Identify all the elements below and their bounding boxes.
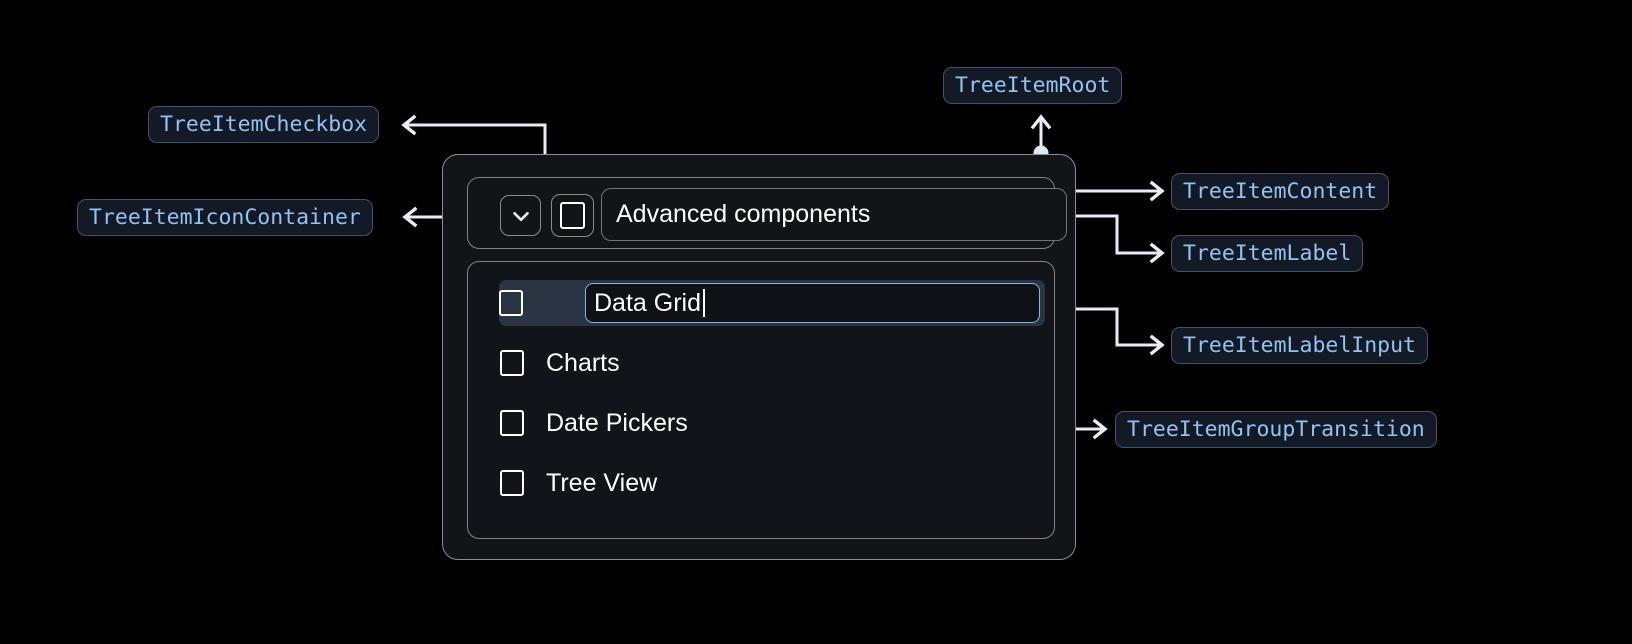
annotation-label-tree-item-label: TreeItemLabel — [1171, 235, 1364, 272]
tree-item-icon-container[interactable] — [500, 195, 541, 236]
annotation-label-tree-item-content: TreeItemContent — [1171, 173, 1390, 210]
checkbox-unchecked-icon[interactable] — [500, 410, 524, 436]
tree-item-label-input[interactable]: Data Grid — [585, 283, 1040, 323]
tree-item-content[interactable]: Advanced components — [467, 177, 1067, 249]
tree-row-date-pickers[interactable]: Date Pickers — [500, 400, 1044, 446]
checkbox-unchecked-icon — [560, 202, 585, 229]
text-caret — [702, 289, 705, 317]
annotation-label-tree-item-icon-container: TreeItemIconContainer — [77, 199, 373, 236]
tree-item-label[interactable]: Advanced components — [601, 188, 1067, 241]
tree-item-label: Date Pickers — [546, 408, 688, 437]
checkbox-unchecked-icon[interactable] — [500, 350, 524, 376]
arrowhead-root — [1030, 114, 1052, 130]
arrowhead-label — [1149, 242, 1165, 264]
tree-row-charts[interactable]: Charts — [500, 340, 1044, 386]
tree-row-data-grid[interactable]: Data Grid — [499, 280, 1045, 326]
checkbox-unchecked-icon[interactable] — [500, 470, 524, 496]
arrowhead-icon-container — [402, 206, 418, 228]
tree-item-label: Charts — [546, 348, 620, 377]
tree-item-label: Tree View — [546, 468, 658, 497]
arrowhead-group-transition — [1092, 418, 1108, 440]
label-input-value: Data Grid — [594, 288, 701, 317]
arrowhead-checkbox — [401, 114, 417, 136]
arrowhead-label-input — [1149, 334, 1165, 356]
checkbox-unchecked-icon[interactable] — [499, 290, 523, 316]
chevron-down-icon — [508, 203, 534, 229]
tree-item-root[interactable]: Advanced components Data Grid Charts Dat… — [442, 154, 1076, 560]
annotation-label-tree-item-label-input: TreeItemLabelInput — [1171, 327, 1428, 364]
annotation-label-tree-item-checkbox: TreeItemCheckbox — [148, 106, 380, 143]
annotation-label-tree-item-group-transition: TreeItemGroupTransition — [1115, 411, 1437, 448]
arrowhead-content — [1149, 180, 1165, 202]
annotation-label-tree-item-root: TreeItemRoot — [943, 67, 1123, 104]
tree-row-tree-view[interactable]: Tree View — [500, 460, 1044, 506]
tree-item-checkbox[interactable] — [551, 194, 594, 237]
tree-item-group-transition: Data Grid Charts Date Pickers Tree View — [467, 261, 1055, 539]
